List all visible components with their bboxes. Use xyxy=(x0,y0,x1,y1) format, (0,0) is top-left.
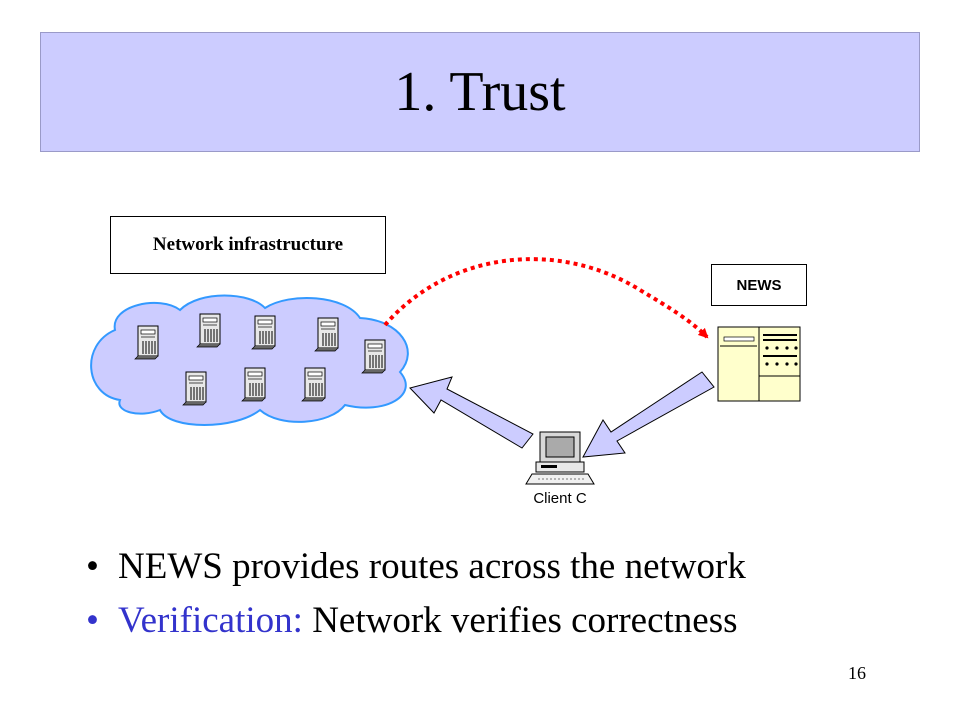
bullet-text: NEWS provides routes across the network xyxy=(118,546,746,587)
bullet-item: • Verification: Network verifies correct… xyxy=(86,594,746,648)
bullet-text: Network verifies correctness xyxy=(302,600,738,641)
server-icon xyxy=(134,325,159,360)
client-computer-icon xyxy=(525,431,595,485)
news-label-text: NEWS xyxy=(736,276,782,294)
title-bar: 1. Trust xyxy=(40,32,920,152)
bullet-dot: • xyxy=(86,546,99,587)
server-icon xyxy=(251,315,276,350)
network-infrastructure-text: Network infrastructure xyxy=(152,234,344,255)
bullet-list: • NEWS provides routes across the networ… xyxy=(86,540,746,648)
network-cloud xyxy=(90,294,409,426)
dotted-arrow xyxy=(383,257,709,339)
bullet-term: Verification: xyxy=(118,600,303,641)
server-icon xyxy=(314,317,339,352)
slide-title: 1. Trust xyxy=(394,61,566,123)
server-icon xyxy=(182,371,207,406)
client-to-cloud-arrow xyxy=(409,376,534,449)
server-icon xyxy=(301,367,326,402)
server-icon xyxy=(241,367,266,402)
news-label: NEWS xyxy=(711,264,807,306)
news-server-icon xyxy=(717,326,801,402)
server-icon xyxy=(196,313,221,348)
server-icon xyxy=(361,339,386,374)
bullet-item: • NEWS provides routes across the networ… xyxy=(86,540,746,594)
bullet-dot: • xyxy=(86,600,99,641)
page-number: 16 xyxy=(848,663,866,683)
news-to-client-arrow xyxy=(582,371,715,458)
network-infrastructure-label: Network infrastructure xyxy=(110,216,386,274)
client-label: Client C xyxy=(533,490,587,507)
